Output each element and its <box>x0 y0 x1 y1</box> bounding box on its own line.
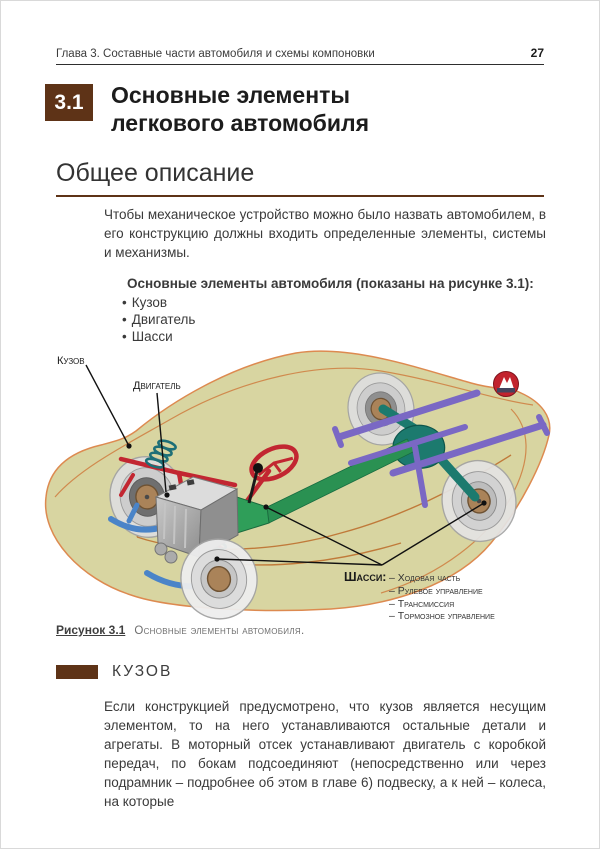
car-elements-illustration: Кузов Двигатель Шасси: – Ходовая часть –… <box>44 350 551 622</box>
page-number: 27 <box>530 46 544 60</box>
chassis-item: – Трансмиссия <box>389 598 454 610</box>
figure-3-1: Кузов Двигатель Шасси: – Ходовая часть –… <box>41 347 561 622</box>
list-item: • Кузов <box>122 294 544 311</box>
section-title: Основные элементы легкового автомобиля <box>111 82 370 136</box>
figure-caption: Рисунок 3.1 Основные элементы автомобиля. <box>56 623 544 637</box>
coil-spring-front-left <box>144 439 177 469</box>
list-item: • Шасси <box>122 328 544 345</box>
chassis-item: – Ходовая часть <box>389 572 461 584</box>
suspension-bars <box>332 389 550 508</box>
publisher-logo-icon <box>493 371 519 397</box>
body-section-heading: КУЗОВ <box>56 663 544 681</box>
chapter-title: Глава 3. Составные части автомобиля и сх… <box>56 48 375 60</box>
elements-list-title: Основные элементы автомобиля (показаны н… <box>127 276 534 291</box>
intro-paragraph: Чтобы механическое устройство можно было… <box>104 207 546 260</box>
figure-label-engine: Двигатель <box>133 380 181 392</box>
leader-dots <box>126 443 487 562</box>
list-item: • Двигатель <box>122 311 544 328</box>
engine-block <box>154 476 270 564</box>
steering-wheel <box>249 444 299 482</box>
leader-lines <box>85 364 485 566</box>
section-number-badge: 3.1 <box>45 84 93 121</box>
list-item-label: Двигатель <box>131 312 196 327</box>
chassis-item: – Рулевое управление <box>389 585 483 597</box>
bullet-glyph: • <box>122 329 127 344</box>
bullet-glyph: • <box>122 295 127 310</box>
chassis-item: – Тормозное управление <box>389 610 495 621</box>
bullet-glyph: • <box>122 312 127 327</box>
figure-label-chassis: Шасси: <box>344 570 386 584</box>
body-paragraph: Если конструкцией предусмотрено, что куз… <box>104 699 546 809</box>
figure-label-body: Кузов <box>57 355 85 367</box>
list-item-label: Кузов <box>131 295 168 310</box>
page-header: Глава 3. Составные части автомобиля и сх… <box>56 46 544 65</box>
elements-list: • Кузов • Двигатель • Шасси <box>122 294 544 345</box>
subsection-title: Общее описание <box>56 159 544 197</box>
heading-label: КУЗОВ <box>112 663 173 680</box>
heading-marker <box>56 665 98 679</box>
figure-caption-label: Рисунок 3.1 <box>56 623 126 637</box>
gear-lever <box>247 463 263 504</box>
figure-caption-text: Основные элементы автомобиля. <box>134 625 305 637</box>
elements-list-block: Основные элементы автомобиля (показаны н… <box>122 275 544 345</box>
list-item-label: Шасси <box>131 329 173 344</box>
section-heading: 3.1 Основные элементы легкового автомоби… <box>45 82 544 137</box>
